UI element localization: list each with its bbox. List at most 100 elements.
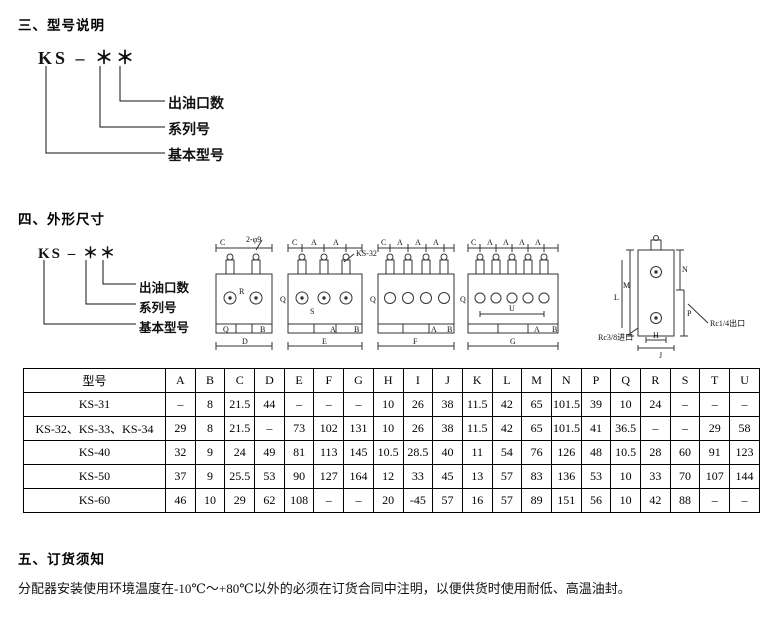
dimension-cell: 20 [372,488,404,513]
dimension-cell: 56 [580,488,612,513]
dimension-cell: 11.5 [461,392,493,417]
dimension-cell: 36.5 [610,416,641,441]
dim-label-q: Q [370,295,376,304]
drawing-4-outlet-front [377,244,455,350]
dim-label-d: D [242,337,248,346]
label-outlet-count: 出油口数 [139,281,190,295]
dimension-cell: 65 [521,416,552,441]
column-header: J [432,368,463,393]
dimension-cell: – [343,488,374,513]
dimension-cell: 58 [729,416,760,441]
column-header: Q [610,368,641,393]
dim-label-a: A [433,238,439,247]
dimension-cell: – [283,392,315,417]
dim-label-a: A [330,325,336,334]
label-series-number: 系列号 [139,301,177,315]
model-callout-label: KS-32 [356,249,377,258]
dimension-cell: 57 [432,488,463,513]
dimension-cell: 42 [491,392,523,417]
section4-heading: 四、外形尺寸 [18,212,105,227]
dimension-cell: 13 [461,464,493,489]
column-header: N [550,368,582,393]
tree-line [85,260,136,305]
dimension-cell: 10.5 [610,440,641,465]
dim-label-m: M [623,281,630,290]
dimension-cell: 73 [283,416,315,441]
column-header: E [283,368,315,393]
dimension-cell: 101.5 [550,416,582,441]
dimension-cell: 57 [491,488,523,513]
dimension-cell: 40 [432,440,463,465]
inlet-port-label: Rc3/8进口 [598,333,633,342]
dim-label-c: C [220,238,225,247]
dimension-cell: 10.5 [372,440,404,465]
dimension-cell: – [165,392,196,417]
dim-label-l: L [614,293,619,302]
dimension-cell: – [640,416,671,441]
dimension-cell: 83 [521,464,552,489]
dimension-cell: 29 [699,416,731,441]
model-code-section4: KS – ＊＊ [38,246,118,262]
model-code-section3: KS – ＊＊ [38,48,138,68]
dimension-cell: 60 [669,440,701,465]
dimension-cell: 91 [699,440,731,465]
tree-line [45,66,165,154]
column-header: I [402,368,434,393]
dim-label-n: N [682,265,688,274]
dimension-cell: 65 [521,392,552,417]
dimension-cell: 24 [640,392,671,417]
dimension-cell: 10 [194,488,226,513]
dimension-cell: 123 [729,440,760,465]
dimension-cell: 33 [640,464,671,489]
dim-label-c: C [292,238,297,247]
dim-label-b: B [447,325,452,334]
dim-label-s: S [310,307,314,316]
column-header: S [669,368,701,393]
dimension-cell: 108 [283,488,315,513]
dimension-cell: – [313,488,345,513]
dimension-cell: 53 [580,464,612,489]
dim-label-c: C [471,238,476,247]
drawing-3-outlet-front [287,244,363,350]
dimension-cell: 46 [165,488,196,513]
dimension-cell: 8 [194,392,226,417]
dim-label-b: B [260,325,265,334]
dim-label-a: A [519,238,525,247]
column-header: F [313,368,345,393]
dimension-cell: 26 [402,392,434,417]
column-header: H [372,368,404,393]
dim-label-g: G [510,337,516,346]
tree-line [99,66,165,128]
dim-label-b: B [552,325,557,334]
dim-label-a: A [333,238,339,247]
dim-label-q: Q [280,295,286,304]
label-series-number: 系列号 [168,121,210,137]
model-cell: KS-60 [23,488,166,513]
section5-heading: 五、订货须知 [18,552,105,567]
column-header: P [580,368,612,393]
dimension-cell: 25.5 [224,464,256,489]
dimension-cell: 11.5 [461,416,493,441]
dimension-cell: 12 [372,464,404,489]
dimension-cell: 37 [165,464,196,489]
hole-note-label: 2-φ9 [246,235,261,244]
dimension-cell: 145 [343,440,374,465]
dimension-cell: 81 [283,440,315,465]
dim-label-u: U [509,304,515,313]
column-header: 型号 [23,368,166,393]
dimension-cell: 53 [254,464,285,489]
column-header: G [343,368,374,393]
column-header: D [254,368,285,393]
tree-line [119,66,165,102]
dim-label-a: A [503,238,509,247]
tree-line [102,260,136,285]
dimension-cell: 10 [372,392,404,417]
dimension-cell: 54 [491,440,523,465]
model-cell: KS-40 [23,440,166,465]
model-cell: KS-32、KS-33、KS-34 [23,416,166,441]
dimension-cell: 49 [254,440,285,465]
dim-label-a: A [415,238,421,247]
